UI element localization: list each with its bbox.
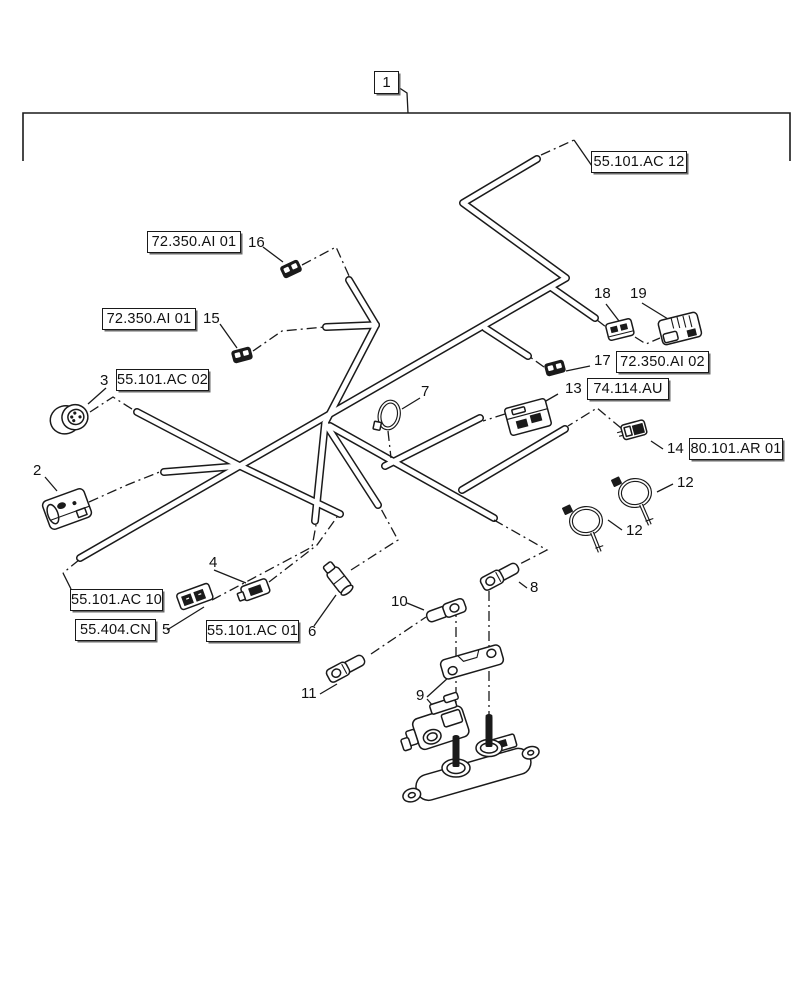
item-number-19[interactable]: 19	[630, 285, 647, 302]
item-number-8[interactable]: 8	[530, 579, 539, 596]
item-number-6[interactable]: 6	[308, 623, 317, 640]
item-number-14[interactable]: 14	[667, 440, 684, 457]
item-number-10[interactable]: 10	[391, 593, 408, 610]
item-number-17[interactable]: 17	[594, 352, 611, 369]
connector-14-icon	[616, 419, 648, 441]
harness-tubes	[76, 155, 599, 562]
lug-8-icon	[479, 562, 520, 591]
cable-tie-12-right-icon	[611, 476, 654, 526]
item-number-15[interactable]: 15	[203, 310, 220, 327]
ref-box-72-350-ai-01-mid[interactable]: 72.350.AI 01	[102, 308, 196, 330]
item-number-13[interactable]: 13	[565, 380, 582, 397]
connector-17-icon	[544, 359, 566, 377]
item-number-16[interactable]: 16	[248, 234, 265, 251]
callout-1-leader	[397, 86, 409, 114]
item-number-12-right[interactable]: 12	[677, 474, 694, 491]
item-number-3[interactable]: 3	[100, 372, 109, 389]
item-number-5[interactable]: 5	[162, 621, 171, 638]
ref-box-55-101-ac-10[interactable]: 55.101.AC 10	[70, 589, 163, 611]
clamp-7-icon	[372, 399, 401, 431]
item-number-4[interactable]: 4	[209, 554, 218, 571]
connector-6-icon	[322, 561, 354, 596]
ref-box-80-101-ar-01[interactable]: 80.101.AR 01	[689, 438, 783, 460]
battery-terminal-assembly-9-icon	[400, 691, 540, 803]
connector-3-icon	[49, 403, 89, 435]
lug-10-icon	[425, 597, 467, 623]
item-number-12-left[interactable]: 12	[626, 522, 643, 539]
assembly-callout-1[interactable]: 1	[374, 71, 399, 94]
connector-16-icon	[280, 259, 302, 279]
ref-box-72-350-ai-01-top[interactable]: 72.350.AI 01	[147, 231, 241, 253]
item-number-9[interactable]: 9	[416, 687, 425, 704]
fuse-holder-5-icon	[176, 582, 214, 611]
ref-box-72-350-ai-02[interactable]: 72.350.AI 02	[616, 351, 709, 373]
connector-15-icon	[231, 346, 253, 364]
fuse-link-strip-9-icon	[439, 644, 505, 680]
ref-box-55-101-ac-12[interactable]: 55.101.AC 12	[591, 151, 687, 173]
connector-19-icon	[657, 311, 703, 346]
item-number-7[interactable]: 7	[421, 383, 430, 400]
connector-13-icon	[504, 397, 552, 437]
connector-4-icon	[236, 578, 271, 602]
ref-box-55-101-ac-02[interactable]: 55.101.AC 02	[116, 369, 209, 391]
ref-box-74-114-au[interactable]: 74.114.AU	[587, 378, 669, 400]
connector-18-icon	[605, 318, 635, 342]
item-number-11[interactable]: 11	[301, 685, 317, 702]
ref-box-55-101-ac-01[interactable]: 55.101.AC 01	[206, 620, 299, 642]
item-number-18[interactable]: 18	[594, 285, 611, 302]
lug-11-icon	[325, 654, 366, 683]
connector-2-icon	[41, 488, 93, 530]
cable-tie-12-left-icon	[562, 504, 604, 553]
ref-box-55-404-cn[interactable]: 55.404.CN	[75, 619, 156, 641]
assembly-frame-border	[22, 112, 791, 161]
item-number-2[interactable]: 2	[33, 462, 42, 479]
